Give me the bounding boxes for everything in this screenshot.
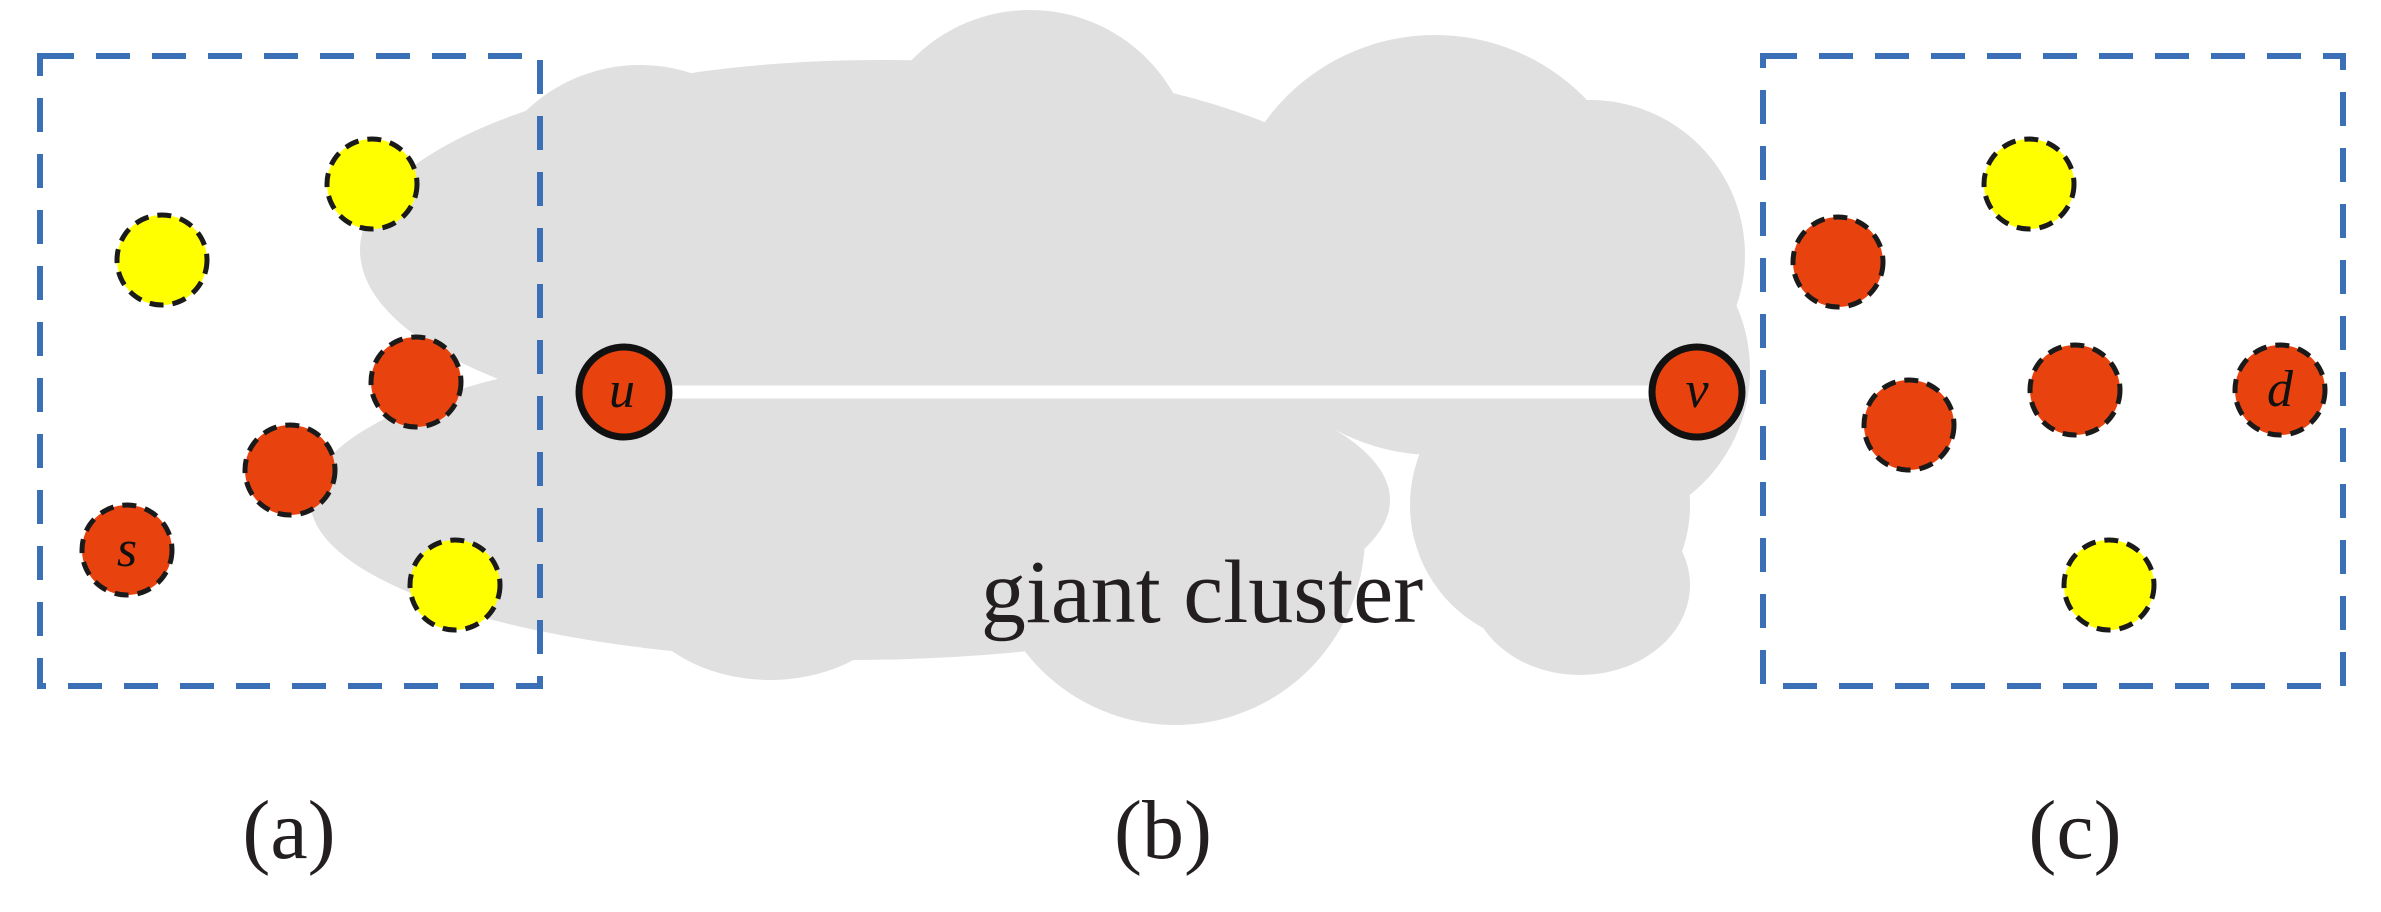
node-yellow-a3 [407, 537, 503, 633]
node-red-a2 [242, 422, 338, 518]
node-yellow-c1 [1981, 136, 2077, 232]
node-u: u [575, 343, 673, 441]
panel-c-nodes: d [1790, 136, 2328, 633]
node-yellow-a2 [114, 212, 210, 308]
panel-c-box [1760, 53, 2346, 689]
node-yellow-a1 [324, 136, 420, 232]
node-red-c1 [1790, 214, 1886, 310]
panel-b-label: (b) [1114, 784, 1212, 877]
node-red-c3 [1861, 377, 1957, 473]
node-s [79, 502, 175, 598]
giant-cluster-label: giant cluster [981, 543, 1423, 642]
panel-a-label: (a) [242, 784, 335, 877]
node-yellow-c2 [2061, 537, 2157, 633]
panel-a-box [37, 53, 543, 689]
node-u-label: u [609, 362, 635, 419]
panel-a-nodes: s [79, 136, 503, 633]
node-red-c2 [2027, 342, 2123, 438]
node-d [2232, 342, 2328, 438]
node-v-label: v [1685, 362, 1709, 419]
node-red-a1 [368, 334, 464, 430]
node-d-label: d [2267, 361, 2294, 418]
node-v: v [1648, 343, 1746, 441]
node-s-label: s [117, 521, 137, 578]
panel-c-label: (c) [2028, 784, 2121, 877]
